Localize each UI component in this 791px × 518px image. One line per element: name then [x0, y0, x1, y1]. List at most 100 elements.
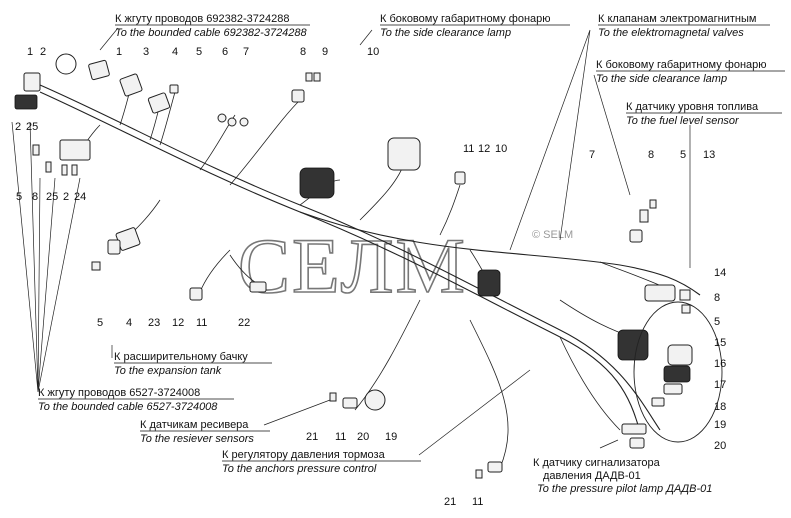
- label-fuel-sensor: К датчику уровня топлива To the fuel lev…: [626, 101, 782, 127]
- receiver-sensor-20: [364, 389, 386, 411]
- connector-block-24: [59, 139, 91, 161]
- callout: 23: [148, 317, 160, 329]
- receiver-connector-11: [342, 397, 358, 409]
- callout: 13: [703, 149, 715, 161]
- lamp-connector-10a: [387, 137, 421, 171]
- pin-5-lower: [91, 261, 101, 271]
- terminal-6b: [227, 117, 237, 127]
- branch-to-lamp-19: [559, 336, 621, 431]
- connector-4: [147, 92, 171, 114]
- label-valves-ru: К клапанам электромагнитным: [598, 13, 756, 25]
- connector-1-left: [23, 72, 41, 92]
- callout: 11: [335, 431, 346, 443]
- label-side-lamp-2-ru: К боковому габаритному фонарю: [596, 59, 767, 71]
- part-16: [663, 365, 691, 383]
- callout: 2: [40, 46, 46, 58]
- callout: 21: [444, 496, 456, 508]
- label-harness-692382-en: To the bounded cable 692382-3724288: [115, 27, 308, 39]
- callout: 22: [238, 317, 250, 329]
- label-fuel-en: To the fuel level sensor: [626, 115, 740, 127]
- callout: 19: [714, 419, 726, 431]
- pin-25: [61, 164, 68, 176]
- pin-2: [71, 164, 78, 176]
- fuel-sensor-connector-14: [644, 284, 676, 302]
- pin-9a: [305, 72, 313, 82]
- callout: 2: [63, 191, 69, 203]
- callout: 8: [714, 292, 720, 304]
- callout: 4: [172, 46, 178, 58]
- label-fuel-ru: К датчику уровня топлива: [626, 101, 759, 113]
- callout: 16: [714, 358, 726, 370]
- label-regulator-ru: К регулятору давления тормоза: [222, 449, 386, 461]
- callout: 15: [714, 337, 726, 349]
- label-receiver: К датчикам ресивера To the resiever sens…: [140, 419, 270, 445]
- label-ddv: К датчику сигнализатора давления ДАДВ-01…: [533, 457, 712, 495]
- callout: 10: [367, 46, 379, 58]
- connector-10-right: [477, 269, 501, 297]
- callout: 1: [116, 46, 122, 58]
- callout: 21: [306, 431, 318, 443]
- regulator-pin-21: [475, 469, 483, 479]
- terminal-6a: [217, 113, 227, 123]
- receiver-pin-21: [329, 392, 337, 402]
- label-receiver-ru: К датчикам ресивера: [140, 419, 249, 431]
- leader-side-lamp-2: [593, 74, 631, 196]
- lower-branch-to-receiver: [354, 299, 421, 411]
- label-side-lamp-1: К боковому габаритному фонарю To the sid…: [380, 13, 570, 39]
- part-15: [667, 344, 693, 366]
- leader-cable-6527: [11, 121, 81, 393]
- branch-12-11: [199, 249, 231, 293]
- pin-9b: [313, 72, 321, 82]
- label-expansion-tank: К расширительному бачку To the expansion…: [114, 351, 272, 377]
- branch-5: [159, 91, 176, 146]
- callout: 12: [172, 317, 184, 329]
- leader-side-lamp-1: [359, 29, 373, 46]
- branch-8-9: [229, 99, 301, 186]
- leader-valves: [509, 29, 591, 251]
- pin-8-right: [639, 209, 649, 223]
- part-18: [651, 397, 665, 407]
- label-expansion-ru: К расширительному бачку: [114, 351, 248, 363]
- label-ddv-ru: К датчику сигнализатора: [533, 457, 661, 469]
- callout: 10: [495, 143, 507, 155]
- main-harness-trunk: [39, 84, 661, 431]
- branch-11-12: [439, 184, 461, 236]
- callout: 6: [222, 46, 228, 58]
- callout: 5: [714, 316, 720, 328]
- detail-ellipse: [633, 301, 723, 443]
- callout: 18: [714, 401, 726, 413]
- callout: 5: [680, 149, 686, 161]
- connector-15-body: [617, 329, 649, 361]
- label-side-lamp-2: К боковому габаритному фонарю To the sid…: [596, 59, 785, 85]
- label-ddv-en: To the pressure pilot lamp ДАДВ-01: [537, 483, 712, 495]
- connector-2-dark: [14, 94, 38, 110]
- lower-branch-to-regulator: [469, 319, 509, 469]
- callout: 17: [714, 379, 726, 391]
- callout: 7: [243, 46, 249, 58]
- callout: 14: [714, 267, 726, 279]
- callout: 9: [322, 46, 328, 58]
- lamp-20: [629, 437, 645, 449]
- connector-11-12: [454, 171, 466, 185]
- callout: 5: [196, 46, 202, 58]
- pin-5-right: [649, 199, 657, 209]
- connector-1: [88, 59, 110, 81]
- label-harness-692382: К жгуту проводов 692382-3724288 To the b…: [115, 13, 310, 39]
- callout: 3: [143, 46, 149, 58]
- connector-22: [249, 281, 267, 293]
- callout: 5: [16, 191, 22, 203]
- callout: 19: [385, 431, 397, 443]
- connector-12-lower: [189, 287, 203, 301]
- leader-ddv: [599, 439, 619, 449]
- part-17: [663, 383, 683, 395]
- connector-4-lower: [107, 239, 121, 255]
- connector-13: [629, 229, 643, 243]
- callout: 11: [472, 496, 483, 508]
- callout: 2: [15, 121, 21, 133]
- leader-harness-692382: [99, 27, 119, 51]
- connector-5: [169, 84, 179, 94]
- callout: 11: [196, 317, 207, 329]
- part-5-sensor: [681, 304, 691, 314]
- label-valves: К клапанам электромагнитным To the elekt…: [598, 13, 770, 39]
- label-valves-en: To the elektromagnetal valves: [598, 27, 744, 39]
